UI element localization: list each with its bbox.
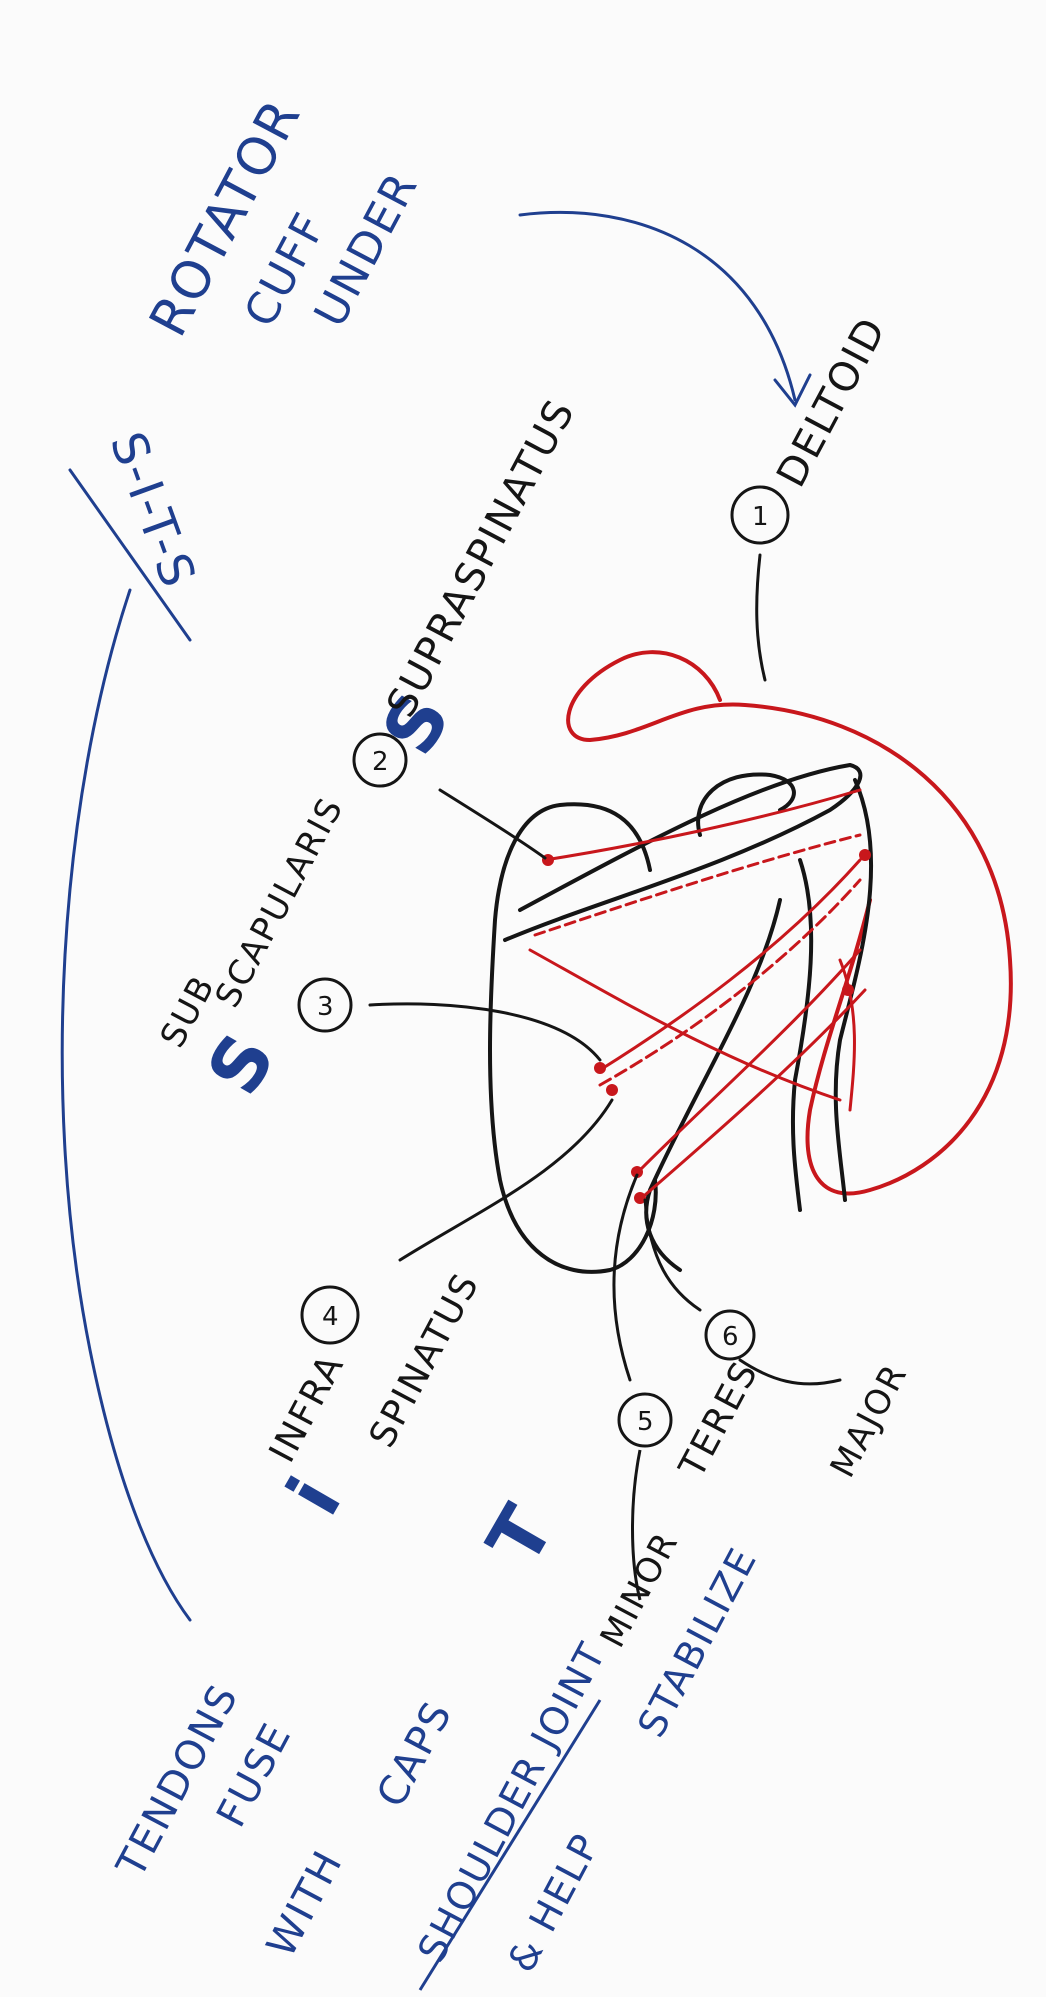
deltoid-label: DELTOID: [768, 309, 896, 494]
minor-label: MINOR: [593, 1525, 687, 1654]
attachment-dots: [542, 849, 871, 1204]
leader-subscapularis: [368, 1002, 602, 1062]
acromion: [696, 772, 796, 837]
rotator-arrow: [518, 211, 812, 408]
number-5: 5: [637, 1407, 654, 1437]
number-badge-4: [300, 1285, 360, 1345]
scapula-outline: [488, 802, 658, 1274]
s-letter-subscapularis: S: [191, 1020, 292, 1109]
rotator-cuff-text: ROTATOR CUFF UNDER: [139, 89, 429, 346]
shoulder-sketch: [488, 650, 1013, 1274]
leader-infraspinatus: [398, 1098, 614, 1262]
note-underline: [418, 1699, 602, 1991]
leader-lines: [368, 553, 842, 1386]
t-letter-teres: T: [471, 1492, 571, 1579]
number-1: 1: [752, 502, 769, 532]
leader-deltoid: [755, 553, 767, 682]
scapular-spine: [503, 762, 863, 942]
humerus-line-1: [833, 778, 874, 1202]
number-3: 3: [317, 992, 334, 1022]
number-badge-3: [297, 977, 353, 1033]
leader-teres-major: [643, 1198, 702, 1312]
black-labels: 1 DELTOID 2 SUPRASPINATUS 3 SUB SCAPULAR…: [153, 309, 916, 1654]
number-4: 4: [322, 1302, 339, 1332]
sits-bracket-curve: [60, 588, 192, 1622]
supraspinatus-label: SUPRASPINATUS: [378, 391, 584, 724]
number-badge-2: [352, 732, 408, 788]
note-line-5: SHOULDER JOINT: [409, 1635, 615, 1969]
number-2: 2: [372, 747, 389, 777]
i-letter-infraspinatus: i: [271, 1464, 358, 1529]
sits-bracket-marks: [68, 468, 192, 642]
sits-label: S-I-T-S: [99, 425, 207, 596]
muscle-lines: [528, 788, 867, 1197]
deltoid-outline: [566, 650, 1013, 1196]
number-badge-5: [617, 1392, 673, 1448]
number-badge-6: [704, 1309, 756, 1361]
number-6: 6: [722, 1322, 739, 1352]
note-line-3: WITH: [258, 1843, 352, 1965]
infraspinatus-line-1: INFRA: [262, 1347, 353, 1469]
teres-label: TERES: [671, 1354, 767, 1485]
note-line-6: & HELP: [499, 1826, 608, 1979]
major-label: MAJOR: [823, 1357, 916, 1484]
infraspinatus-line-2: SPINATUS: [362, 1266, 488, 1454]
leader-supraspinatus: [438, 788, 547, 860]
leader-teres-minor: [612, 1173, 639, 1382]
leader-minor: [631, 1449, 642, 1601]
leader-teres-major-2: [738, 1358, 842, 1386]
notes-text: TENDONS FUSE WITH CAPS SHOULDER JOINT & …: [108, 1540, 766, 1991]
note-line-4: CAPS: [368, 1693, 462, 1814]
number-badge-1: [730, 485, 790, 545]
